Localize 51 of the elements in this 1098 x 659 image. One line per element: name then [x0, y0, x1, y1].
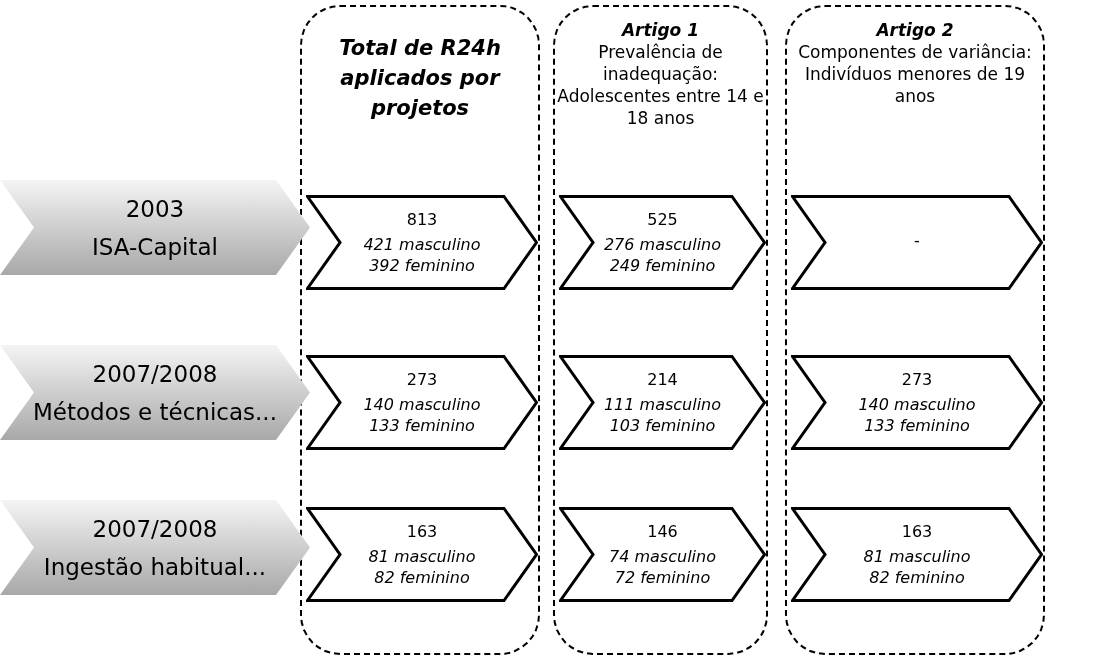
year-label: 2007/2008 [92, 514, 218, 544]
female-count: 103 feminino [609, 415, 716, 436]
total-count: 273 [406, 369, 438, 390]
male-count: 81 masculino [863, 546, 971, 567]
total-count: 163 [406, 521, 438, 542]
total-count: 214 [647, 369, 678, 390]
female-count: 249 feminino [609, 255, 716, 276]
total-count: 273 [901, 369, 933, 390]
chevron-arrow [0, 500, 310, 595]
chevron-box [791, 355, 1043, 450]
project-name: Ingestão habitual... [43, 552, 267, 582]
chevron-box [559, 507, 766, 602]
chevron-box [559, 195, 766, 290]
chevron-box [306, 355, 538, 450]
chevron-box [306, 195, 538, 290]
column-panel [300, 5, 540, 655]
year-label: 2003 [125, 194, 185, 224]
chevron-box [791, 507, 1043, 602]
total-count: - [914, 230, 920, 251]
female-count: 82 feminino [374, 567, 470, 588]
year-label: 2007/2008 [92, 359, 218, 389]
female-count: 133 feminino [369, 415, 475, 436]
male-count: 74 masculino [609, 546, 716, 567]
total-count: 813 [406, 209, 438, 230]
column-heading: Artigo 1 [620, 19, 701, 41]
female-count: 82 feminino [869, 567, 965, 588]
female-count: 72 feminino [614, 567, 711, 588]
column-heading: Artigo 2 [874, 19, 955, 41]
chevron-box [559, 355, 766, 450]
male-count: 81 masculino [368, 546, 476, 567]
project-name: Métodos e técnicas... [33, 397, 277, 427]
chevron-arrow [0, 345, 310, 440]
column-panel [785, 5, 1045, 655]
female-count: 392 feminino [369, 255, 475, 276]
male-count: 140 masculino [858, 394, 976, 415]
total-count: 146 [647, 521, 678, 542]
male-count: 421 masculino [363, 234, 481, 255]
column-panel [553, 5, 768, 655]
male-count: 140 masculino [363, 394, 481, 415]
chevron-box [791, 195, 1043, 290]
male-count: 111 masculino [603, 394, 722, 415]
chevron-box [306, 507, 538, 602]
total-count: 163 [901, 521, 933, 542]
column-heading: Total de R24h aplicados por projetos [338, 35, 502, 122]
project-name: ISA-Capital [92, 232, 218, 262]
male-count: 276 masculino [603, 234, 722, 255]
chevron-arrow [0, 180, 310, 275]
column-description: Prevalência de inadequação: Adolescentes entre 14 e 18 anos [556, 41, 765, 129]
total-count: 525 [647, 209, 678, 230]
female-count: 133 feminino [864, 415, 970, 436]
column-description: Componentes de variância: Indivíduos menores de 19 anos [797, 41, 1033, 107]
